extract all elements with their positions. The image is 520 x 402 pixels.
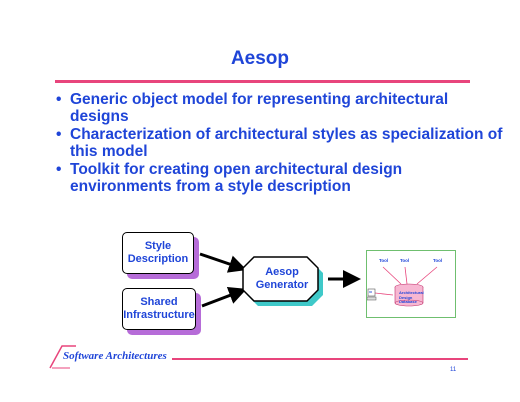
ui-icon [367, 288, 376, 297]
style-description-box: Style Description [122, 232, 194, 274]
style-description-label: Style Description [127, 240, 189, 265]
tool-label: Tool [433, 258, 443, 263]
database-label: Architectural Design Database [399, 290, 424, 304]
ui-icon-label: UI [369, 290, 372, 294]
software-architectures-logo-icon [49, 345, 76, 369]
bullet-item: Characterization of architectural styles… [56, 126, 506, 160]
design-environment: Tool Tool Tool Architectural Design Data… [366, 250, 456, 318]
arrow-style-to-generator [199, 252, 247, 273]
tool-label: Tool [400, 258, 410, 263]
generator-shape [242, 256, 319, 302]
aesop-generator-label: Aesop Generator [255, 266, 309, 291]
title-rule [55, 80, 470, 83]
shared-infrastructure-label: Shared Infrastructure [123, 296, 195, 321]
tool-label: Tool [379, 258, 389, 263]
footer-rule [172, 358, 468, 360]
footer-text: Software Architectures [63, 350, 167, 362]
bullet-item: Generic object model for representing ar… [56, 91, 506, 125]
slide-title: Aesop [230, 48, 290, 69]
shared-infrastructure-box: Shared Infrastructure [122, 288, 196, 330]
env-connectors [367, 266, 438, 307]
page-number: 11 [450, 367, 457, 373]
bullet-item: Toolkit for creating open architectural … [56, 161, 506, 195]
bullet-list: Generic object model for representing ar… [56, 91, 506, 196]
arrow-infra-to-generator [201, 286, 247, 308]
